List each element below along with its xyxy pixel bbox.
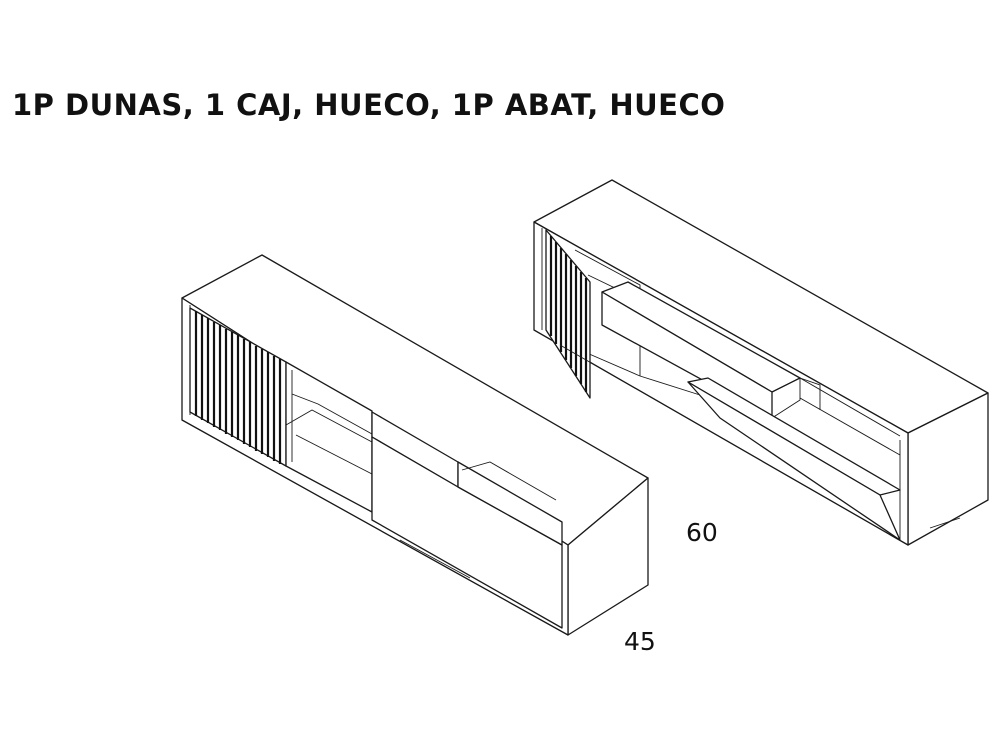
product-title: 1P DUNAS, 1 CAJ, HUECO, 1P ABAT, HUECO xyxy=(12,88,726,122)
cabinet-closed xyxy=(181,254,649,636)
dimension-height-label: 60 xyxy=(686,518,718,547)
dunas-slatted-door xyxy=(189,307,287,467)
flap-door-closed xyxy=(371,436,563,629)
open-niche-right xyxy=(457,461,563,546)
drawer-open xyxy=(601,281,801,419)
dimension-depth-label: 45 xyxy=(624,627,656,656)
cabinet-open xyxy=(533,179,989,546)
